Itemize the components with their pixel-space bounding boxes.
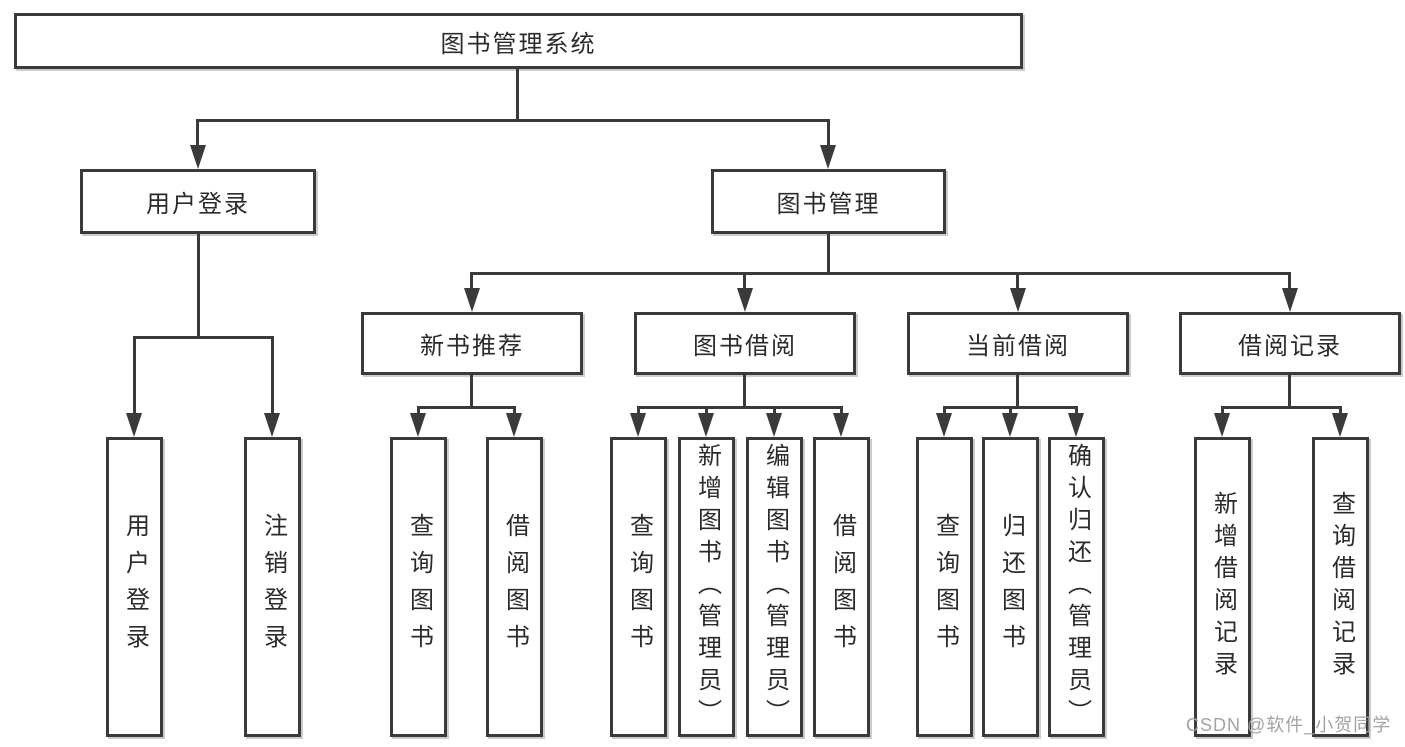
connector-line: [1288, 375, 1291, 406]
node-leaf-query-borrow-record: 查询借阅记录: [1312, 437, 1369, 737]
node-root-library-system: 图书管理系统: [14, 13, 1023, 69]
node-leaf-user-login: 用户登录: [106, 437, 163, 737]
node-borrow-records: 借阅记录: [1179, 312, 1401, 375]
arrowhead-down-icon: [126, 413, 142, 437]
node-book-borrow-label: 图书借阅: [693, 333, 797, 360]
node-current-borrow-label: 当前借阅: [966, 333, 1070, 360]
connector-line: [773, 406, 776, 413]
connector-line: [1288, 272, 1291, 288]
node-leaf-add-borrow-record: 新增借阅记录: [1194, 437, 1251, 737]
node-leaf-edit-book-admin-label: 编辑图书（管理员）: [761, 443, 789, 731]
arrowhead-down-icon: [1002, 413, 1018, 437]
node-leaf-user-login-label: 用户登录: [121, 513, 149, 661]
connector-line: [1075, 406, 1078, 413]
connector-line: [743, 272, 746, 288]
arrowhead-down-icon: [1010, 288, 1026, 312]
node-leaf-newbook-borrow-label: 借阅图书: [501, 513, 529, 661]
arrowhead-down-icon: [737, 288, 753, 312]
connector-line: [637, 406, 640, 413]
node-leaf-add-book-admin-label: 新增图书（管理员）: [693, 443, 721, 731]
arrowhead-down-icon: [1282, 288, 1298, 312]
connector-line: [743, 375, 746, 406]
node-leaf-add-book-admin: 新增图书（管理员）: [678, 437, 735, 737]
node-leaf-borrow-book-label: 借阅图书: [828, 513, 856, 661]
connector-line: [1221, 406, 1342, 409]
connector-line: [1221, 406, 1224, 413]
node-user-login: 用户登录: [80, 169, 316, 234]
connector-line: [827, 119, 830, 145]
csdn-watermark: CSDN @软件_小贺同学: [1186, 715, 1392, 735]
node-user-login-label: 用户登录: [146, 191, 250, 218]
node-leaf-return-book-label: 归还图书: [997, 513, 1025, 661]
arrowhead-down-icon: [630, 413, 646, 437]
connector-line: [271, 336, 274, 413]
node-leaf-confirm-return-admin: 确认归还（管理员）: [1048, 437, 1105, 737]
node-book-management-label: 图书管理: [776, 191, 881, 218]
connector-line: [1016, 375, 1019, 406]
node-leaf-current-query: 查询图书: [916, 437, 973, 737]
arrowhead-down-icon: [264, 413, 280, 437]
connector-line: [513, 406, 516, 413]
node-leaf-borrow-book: 借阅图书: [813, 437, 870, 737]
node-leaf-confirm-return-admin-label: 确认归还（管理员）: [1063, 443, 1091, 731]
node-leaf-borrow-query-label: 查询图书: [625, 513, 653, 661]
connector-line: [196, 119, 830, 122]
node-book-borrow: 图书借阅: [634, 312, 856, 375]
node-root-label: 图书管理系统: [440, 30, 597, 58]
node-leaf-query-borrow-record-label: 查询借阅记录: [1327, 491, 1355, 683]
connector-line: [943, 406, 946, 413]
node-leaf-add-borrow-record-label: 新增借阅记录: [1209, 491, 1237, 683]
arrowhead-down-icon: [698, 413, 714, 437]
connector-line: [1016, 272, 1019, 288]
connector-line: [516, 69, 519, 119]
connector-line: [133, 336, 274, 339]
arrowhead-down-icon: [506, 413, 522, 437]
connector-line: [133, 336, 136, 413]
arrowhead-down-icon: [410, 413, 426, 437]
node-leaf-logout: 注销登录: [244, 437, 301, 737]
node-leaf-newbook-query-label: 查询图书: [405, 513, 433, 661]
connector-line: [470, 375, 473, 406]
connector-line: [471, 272, 1291, 275]
node-leaf-newbook-borrow: 借阅图书: [486, 437, 543, 737]
node-new-book-recommend: 新书推荐: [361, 312, 583, 375]
node-new-book-recommend-label: 新书推荐: [420, 333, 524, 360]
connector-line: [637, 406, 843, 409]
arrowhead-down-icon: [936, 413, 952, 437]
arrowhead-down-icon: [820, 145, 836, 169]
arrowhead-down-icon: [766, 413, 782, 437]
connector-line: [840, 406, 843, 413]
node-leaf-newbook-query: 查询图书: [390, 437, 447, 737]
connector-line: [470, 272, 473, 288]
connector-line: [1339, 406, 1342, 413]
arrowhead-down-icon: [833, 413, 849, 437]
node-leaf-current-query-label: 查询图书: [931, 513, 959, 661]
arrowhead-down-icon: [464, 288, 480, 312]
connector-line: [197, 234, 200, 336]
node-leaf-logout-label: 注销登录: [259, 513, 287, 661]
arrowhead-down-icon: [1068, 413, 1084, 437]
connector-line: [827, 234, 830, 272]
node-current-borrow: 当前借阅: [907, 312, 1129, 375]
node-borrow-records-label: 借阅记录: [1238, 333, 1342, 360]
connector-line: [1009, 406, 1012, 413]
node-leaf-edit-book-admin: 编辑图书（管理员）: [746, 437, 803, 737]
connector-line: [417, 406, 420, 413]
connector-line: [196, 119, 199, 145]
node-leaf-borrow-query: 查询图书: [610, 437, 667, 737]
arrowhead-down-icon: [1214, 413, 1230, 437]
node-book-management: 图书管理: [711, 169, 946, 234]
node-leaf-return-book: 归还图书: [982, 437, 1039, 737]
arrowhead-down-icon: [190, 145, 206, 169]
connector-line: [705, 406, 708, 413]
connector-line: [417, 406, 515, 409]
arrowhead-down-icon: [1332, 413, 1348, 437]
